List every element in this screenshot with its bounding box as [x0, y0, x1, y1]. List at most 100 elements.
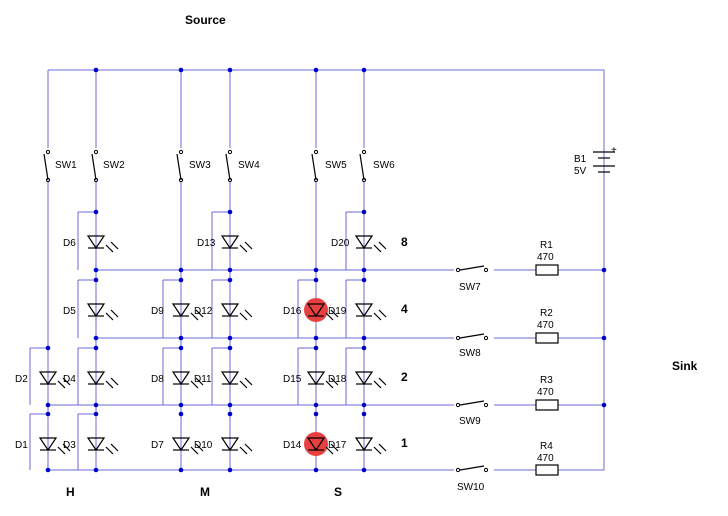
- junction-dot: [93, 67, 99, 73]
- led-d2: [38, 371, 71, 389]
- light-arrow: [57, 446, 66, 455]
- light-arrow: [373, 312, 382, 321]
- light-arrow: [239, 244, 248, 253]
- switch-lever: [359, 153, 365, 181]
- switch-label: SW3: [189, 160, 211, 171]
- light-arrow: [244, 443, 253, 452]
- row-weight: 8: [401, 235, 408, 249]
- lit-indicator: [304, 432, 328, 456]
- light-arrow: [373, 380, 382, 389]
- switch-label: SW5: [325, 160, 347, 171]
- led-d19: [354, 303, 387, 321]
- light-arrow: [62, 443, 71, 452]
- diode-triangle: [86, 235, 106, 250]
- junction-dot: [178, 67, 184, 73]
- light-arrow: [105, 446, 114, 455]
- diode-label: D13: [197, 238, 216, 249]
- diode-label: D5: [63, 306, 76, 317]
- light-arrow: [190, 446, 199, 455]
- junction-dot: [178, 267, 184, 273]
- junction-dot: [178, 345, 184, 351]
- switch-lever: [91, 153, 97, 181]
- led-d7: [171, 437, 204, 455]
- row-switch-bg: [454, 266, 494, 274]
- switch-contact: [93, 149, 99, 155]
- diode-label: D10: [194, 440, 213, 451]
- switch-contact: [313, 149, 319, 155]
- switch-label: SW2: [103, 160, 125, 171]
- light-arrow: [239, 312, 248, 321]
- row-weight: 2: [401, 370, 408, 384]
- switch-contact: [361, 149, 367, 155]
- resistor-body: [535, 332, 559, 344]
- diode-triangle: [354, 371, 374, 386]
- row-switch-bg: [454, 466, 494, 474]
- diode-triangle: [220, 371, 240, 386]
- light-arrow: [373, 244, 382, 253]
- switch-lever: [176, 153, 182, 181]
- resistor-body: [535, 399, 559, 411]
- junction-dot: [601, 402, 607, 408]
- light-arrow: [378, 241, 387, 250]
- resistor-value: 470: [537, 320, 554, 331]
- diode-triangle: [86, 303, 106, 318]
- led-d6: [86, 235, 119, 253]
- junction-dot: [361, 277, 367, 283]
- resistor-name: R4: [540, 441, 553, 452]
- junction-dot: [45, 411, 51, 417]
- source-label: Source: [185, 13, 226, 27]
- row-switch-lever: [459, 265, 485, 271]
- light-arrow: [330, 443, 339, 452]
- lit-indicator: [304, 298, 328, 322]
- diode-label: D16: [283, 306, 302, 317]
- light-arrow: [105, 312, 114, 321]
- row-switch-lever: [459, 465, 485, 471]
- diode-label: D6: [63, 238, 76, 249]
- diode-label: D19: [328, 306, 347, 317]
- junction-dot: [93, 335, 99, 341]
- row-weight: 4: [401, 302, 408, 316]
- junction-dot: [361, 345, 367, 351]
- diode-triangle: [38, 437, 58, 452]
- diode-label: D9: [151, 306, 164, 317]
- row-switch-lever: [459, 333, 485, 339]
- battery-voltage: 5V: [574, 166, 587, 177]
- diode-triangle: [354, 235, 374, 250]
- light-arrow: [325, 380, 334, 389]
- junction-dot: [227, 411, 233, 417]
- diode-label: D2: [15, 374, 28, 385]
- diode-triangle: [306, 371, 326, 386]
- switch-label: SW4: [238, 160, 260, 171]
- junction-dot: [361, 411, 367, 417]
- junction-dot: [227, 467, 233, 473]
- diode-triangle: [171, 303, 191, 318]
- led-d13: [220, 235, 253, 253]
- resistor-name: R2: [540, 308, 553, 319]
- wires: [29, 69, 605, 471]
- junction-dot: [361, 267, 367, 273]
- light-arrow: [373, 446, 382, 455]
- light-arrow: [195, 309, 204, 318]
- led-d10: [220, 437, 253, 455]
- junction-dot: [313, 277, 319, 283]
- row-switch-contact: [483, 402, 489, 408]
- switch-lever: [225, 153, 231, 181]
- light-arrow: [325, 312, 334, 321]
- junction-dot: [313, 345, 319, 351]
- light-arrow: [105, 380, 114, 389]
- diode-label: D3: [63, 440, 76, 451]
- led-d14: [304, 432, 339, 456]
- row-switch-contact: [483, 335, 489, 341]
- junction-dot: [93, 209, 99, 215]
- diode-label: D12: [194, 306, 213, 317]
- diode-triangle: [306, 437, 326, 452]
- junction-dot: [227, 277, 233, 283]
- led-d8: [171, 371, 204, 389]
- diode-label: D14: [283, 440, 302, 451]
- led-d12: [220, 303, 253, 321]
- resistor-body: [535, 464, 559, 476]
- diode-label: D4: [63, 374, 76, 385]
- junction-dot: [313, 411, 319, 417]
